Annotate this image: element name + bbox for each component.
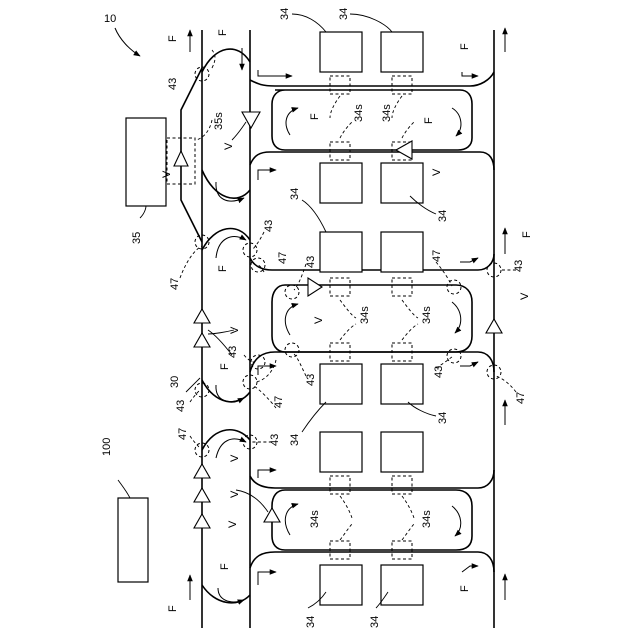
flow-label: F [521,231,533,238]
vehicle-marker [174,151,188,166]
ref-node: 43 [263,220,275,232]
flow-label: F [217,265,229,272]
station-box [381,163,423,203]
ref-station-sub: 34s [421,510,433,528]
vehicle-label: V [229,490,241,498]
ref-node-alt: 47 [431,250,443,262]
vehicle-label: V [431,168,443,176]
ref-node: 43 [433,366,445,378]
station-box [320,232,362,272]
vehicle-label: V [313,316,325,324]
station-box [320,432,362,472]
ref-host: 35 [131,232,143,244]
ref-node: 43 [269,434,281,446]
ref-station: 34 [369,616,381,628]
flow-label: F [217,29,229,36]
right-loops [250,72,494,572]
vehicle-label: V [229,326,241,334]
ref-station: 34 [437,412,449,424]
vehicle-label: V [227,520,239,528]
left-loops [202,49,250,603]
station-box [381,364,423,404]
ref-rail-main: 30 [169,376,181,388]
vehicle-label: V [229,454,241,462]
station-box [320,32,362,72]
ref-controller: 100 [101,438,113,456]
ref-node-alt: 47 [169,278,181,290]
ref-station-sub: 34s [381,104,393,122]
flow-label: F [459,43,471,50]
ref-station-sub: 34s [353,104,365,122]
ref-host-sub: 35s [213,112,225,130]
ref-node: 43 [227,346,239,358]
ref-station-sub: 34s [309,510,321,528]
flow-label: F [459,585,471,592]
ref-station: 34 [338,8,350,20]
ref-station: 34 [305,616,317,628]
vehicle-label: V [223,142,235,150]
ref-node: 43 [175,400,187,412]
vehicle-marker [194,514,210,528]
ref-node: 43 [513,260,525,272]
labels: 10 100 35 35s 30 34 34 34 34 34 34 34 34… [101,8,533,628]
flow-label: F [167,605,179,612]
host-bypass-track [181,68,202,242]
ref-station-sub: 34s [421,306,433,324]
flow-label: F [167,35,179,42]
vehicle-marker [486,319,502,333]
ref-station-sub: 34s [359,306,371,324]
station-box [381,232,423,272]
station-box [320,364,362,404]
station-box [381,565,423,605]
vehicle-marker [194,488,210,502]
vehicle-label: V [161,170,173,178]
ref-station: 34 [289,434,301,446]
vehicle-marker [194,333,210,347]
ref-node: 43 [167,78,179,90]
vehicle-marker [194,309,210,323]
ref-node-alt: 47 [277,252,289,264]
ref-node-alt: 47 [515,392,527,404]
ref-station: 34 [289,188,301,200]
flow-label: F [219,563,231,570]
stations [320,32,423,605]
controller-box [118,498,148,582]
station-box [320,163,362,203]
flow-label: F [309,113,321,120]
vehicle-marker [242,112,260,128]
vehicle-marker [194,464,210,478]
vehicle-marker [308,278,322,296]
flow-label: F [423,117,435,124]
vehicle-marker [396,141,412,159]
ref-system: 10 [104,13,116,25]
vehicle-label: V [519,292,531,300]
station-box [381,32,423,72]
ref-node: 43 [305,256,317,268]
ref-node-alt: 47 [273,396,285,408]
ref-station: 34 [279,8,291,20]
host-box [126,118,166,206]
station-box [381,432,423,472]
flow-label: F [219,363,231,370]
ref-node-alt: 47 [177,428,189,440]
ref-station: 34 [437,210,449,222]
ref-node: 43 [305,374,317,386]
station-box [320,565,362,605]
